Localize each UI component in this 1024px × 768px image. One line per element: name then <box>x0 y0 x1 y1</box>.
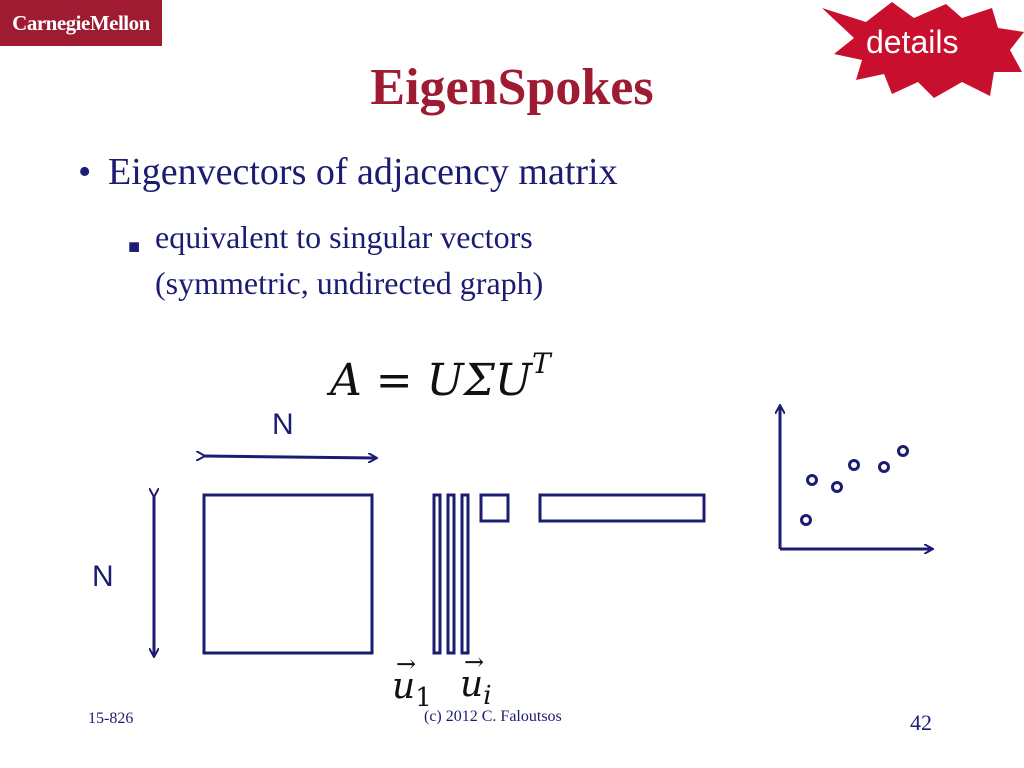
footer-page-number: 42 <box>910 710 932 735</box>
ut-row-box <box>538 493 706 523</box>
starburst-icon <box>822 2 1024 98</box>
u1-label: →u1 <box>392 650 432 714</box>
bullet-level2-line1: equivalent to singular vectors <box>155 219 533 255</box>
formula-rhs: UΣU <box>426 355 532 406</box>
scatter-point <box>831 481 843 493</box>
cmu-logo: CarnegieMellon <box>0 0 162 46</box>
scatter-point <box>878 461 890 473</box>
scatter-point <box>848 459 860 471</box>
adjacency-matrix-box <box>202 493 374 655</box>
details-badge: details <box>822 2 1024 98</box>
slide-title: EigenSpokes <box>370 59 654 116</box>
formula-eq: = <box>375 355 413 406</box>
ui-base: u <box>460 664 484 705</box>
bullet-level2-line2: (symmetric, undirected graph) <box>155 265 544 301</box>
square-bullet-icon: ■ <box>128 236 141 258</box>
vector-column-2 <box>446 493 456 655</box>
n-left-label: N <box>92 560 114 593</box>
sigma-box <box>479 493 510 523</box>
vector-column-1 <box>432 493 442 655</box>
ui-label: →ui <box>460 648 492 712</box>
bullet-level1-text: Eigenvectors of adjacency matrix <box>108 151 618 193</box>
footer-course: 15-826 <box>88 710 134 727</box>
formula-sup: T <box>531 347 551 380</box>
vector-arrow-icon: → <box>464 648 485 676</box>
vector-column-3 <box>460 493 470 655</box>
width-arrow <box>204 456 376 458</box>
n-top-label: N <box>272 408 294 441</box>
u1-sub: 1 <box>415 683 432 714</box>
scatter-point <box>806 474 818 486</box>
bullet-level1: • Eigenvectors of adjacency matrix <box>78 150 618 194</box>
ui-sub: i <box>483 681 492 712</box>
scatter-point <box>800 514 812 526</box>
details-label: details <box>866 24 959 60</box>
footer-copyright: (c) 2012 C. Faloutsos <box>424 708 562 725</box>
bullet-dot-icon: • <box>78 151 92 193</box>
scatter-point <box>897 445 909 457</box>
vector-arrow-icon: → <box>396 650 417 678</box>
formula-lhs: A <box>330 355 362 406</box>
svd-formula: A = UΣUT <box>330 347 551 406</box>
u1-base: u <box>392 666 416 707</box>
